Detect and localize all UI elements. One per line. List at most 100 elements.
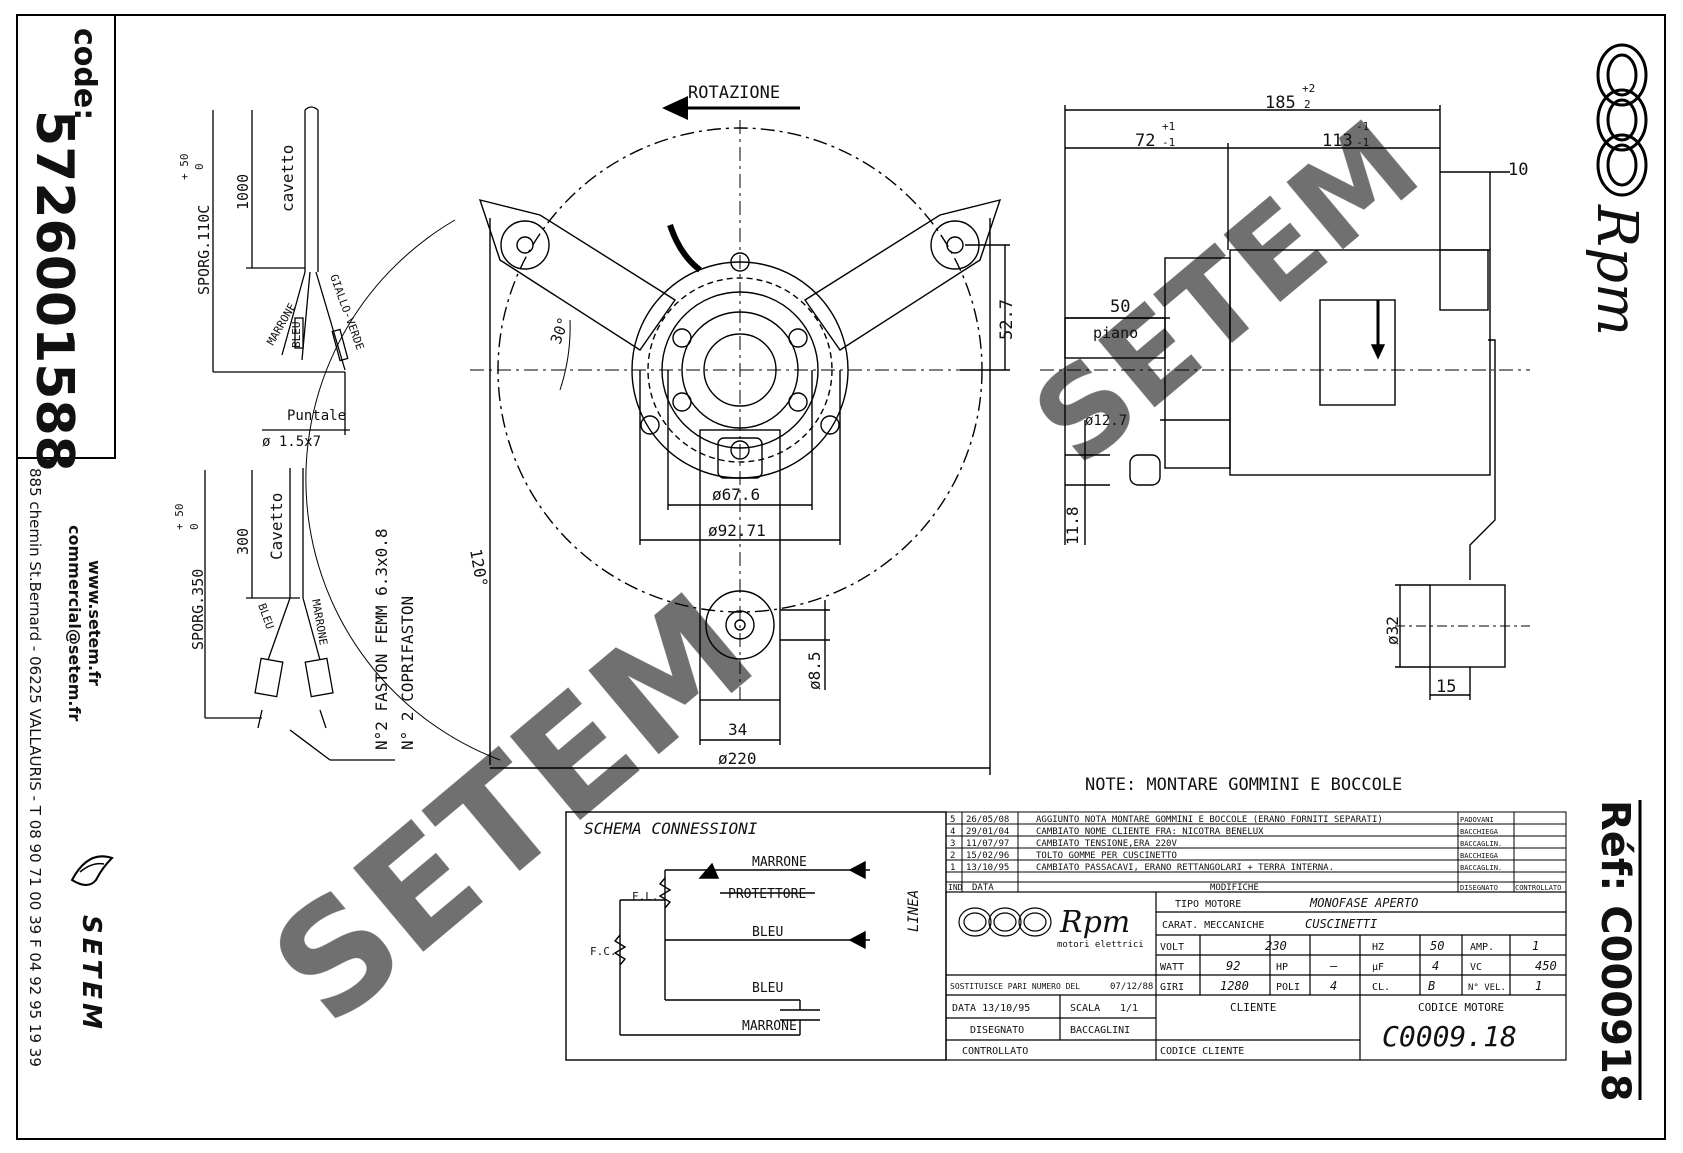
svg-text:DISEGNATO: DISEGNATO [1460,884,1498,892]
faston-label: N°2 FASTON FEMM 6.3x0.8 [372,528,391,750]
drawing-frame [16,14,1666,1140]
dim-d8-5: ø8.5 [805,651,824,690]
svg-text:50: 50 [1430,939,1444,953]
cable-1-detail [212,106,350,435]
dim-185-tol-plus: +2 [1302,82,1315,95]
dim-50: 50 [1110,297,1130,317]
svg-text:VC: VC [1470,962,1482,973]
svg-text:29/01/04: 29/01/04 [966,827,1009,837]
svg-text:1: 1 [1532,939,1539,953]
carat-label: CARAT. MECCANICHE [1162,920,1264,931]
cable2-wire-marrone: MARRONE [309,598,330,646]
dim-185: 185 [1265,93,1296,113]
svg-text:MODIFICHE: MODIFICHE [1210,883,1259,893]
dim-d12-7: ø12.7 [1085,413,1127,429]
schema-marrone-bottom: MARRONE [742,1019,797,1034]
svg-text:1: 1 [950,863,955,873]
svg-text:3: 3 [950,839,955,849]
dim-72-tol-minus: -1 [1162,136,1175,149]
svg-text:AMP.: AMP. [1470,942,1494,953]
svg-text:5: 5 [950,815,955,825]
assembly-note: NOTE: MONTARE GOMMINI E BOCCOLE [1085,775,1402,795]
codice-motore-value: C0009.18 [1382,1020,1517,1053]
svg-text:230: 230 [1265,939,1287,953]
carat-value: CUSCINETTI [1305,917,1377,931]
svg-text:4: 4 [950,827,955,837]
cable2-tol-plus: + 50 [173,504,186,531]
cable1-tol-plus: + 50 [178,154,191,181]
svg-text:CONTROLLATO: CONTROLLATO [1515,884,1561,892]
angle-120: 120° [466,547,491,588]
dim-d67: ø67.6 [712,485,760,504]
disegnato-label: DISEGNATO [970,1025,1024,1036]
svg-text:CAMBIATO PASSACAVI, ERANO RETT: CAMBIATO PASSACAVI, ERANO RETTANGOLARI +… [1036,863,1334,873]
dim-113-tol-minus: -1 [1356,136,1369,149]
sostituisce-label: SOSTITUISCE PARI NUMERO DEL [950,982,1080,991]
dim-d220: ø220 [718,749,757,768]
cable1-sporg: SPORG.110C [195,205,213,295]
cable2-wire-bleu: BLEU [255,602,276,631]
svg-text:11/07/97: 11/07/97 [966,839,1009,849]
title-brand-sub: motori elettrici [1057,940,1144,950]
svg-text:92: 92 [1226,959,1240,973]
sostituisce-date: 07/12/88 [1110,982,1153,992]
watermark: SETEM SETEM [241,95,1444,1057]
svg-text:WATT: WATT [1160,962,1184,973]
svg-text:DATA: DATA [972,883,994,893]
title-brand: Rpm [1059,905,1130,940]
cable2-sporg: SPORG.350 [189,569,207,650]
cable2-length: 300 [234,528,252,555]
schema-title: SCHEMA CONNESSIONI [584,819,758,838]
svg-text:B: B [1428,979,1435,993]
svg-text:POLI: POLI [1276,982,1300,993]
data-label: DATA 13/10/95 [952,1003,1030,1014]
cable1-cavetto: cavetto [278,145,297,212]
rotation-label: ROTAZIONE [688,83,780,103]
svg-text:HP: HP [1276,962,1288,973]
cable2-tol-zero: 0 [188,523,201,530]
dim-72-tol-plus: +1 [1162,120,1175,133]
schema-marrone-top: MARRONE [752,855,807,870]
cable2-cavetto: Cavetto [267,493,286,560]
svg-text:450: 450 [1535,959,1557,973]
svg-text:VOLT: VOLT [1160,942,1184,953]
code-box [16,14,116,459]
cable-2-detail [204,468,395,761]
scala-value: 1/1 [1120,1003,1138,1014]
schema-fl: F.L. [632,890,659,903]
dim-52-7: 52.7 [997,299,1017,340]
svg-text:µF: µF [1372,962,1384,973]
setem-bird-logo [70,855,114,886]
svg-text:TOLTO GOMME PER CUSCINETTO: TOLTO GOMME PER CUSCINETTO [1036,851,1177,861]
front-view [305,96,1010,775]
dim-d32: ø32 [1383,616,1402,645]
svg-text:–: – [1330,959,1338,973]
schema-protettore: PROTETTORE [728,887,806,902]
schema-bleu-bottom: BLEU [752,981,783,996]
svg-text:PADOVANI: PADOVANI [1460,816,1494,824]
codice-motore-label: CODICE MOTORE [1418,1001,1504,1014]
piano-label: piano [1093,324,1138,342]
controllato-label: CONTROLLATO [962,1046,1028,1057]
svg-text:IND: IND [948,883,963,892]
codice-cliente-label: CODICE CLIENTE [1160,1046,1244,1057]
svg-text:4: 4 [1330,979,1337,993]
disegnato-value: BACCAGLINI [1070,1025,1130,1036]
dim-113-tol-plus: -1 [1356,120,1369,133]
reference-code: Réf: C000918 [1592,800,1638,1102]
svg-text:26/05/08: 26/05/08 [966,815,1009,825]
tipo-label: TIPO MOTORE [1175,899,1241,910]
cable1-wire-giallo: GIALLO-VERDE [327,273,366,352]
cable1-tol-zero: 0 [193,163,206,170]
puntale-size: ø 1.5x7 [262,434,321,450]
schema-fc: F.C. [590,945,617,958]
svg-text:15/02/96: 15/02/96 [966,851,1009,861]
svg-text:4: 4 [1432,959,1439,973]
schema-bleu-top: BLEU [752,925,783,940]
schema-linea: LINEA [906,890,922,932]
tipo-value: MONOFASE APERTO [1309,896,1418,910]
dim-72: 72 [1135,131,1155,151]
dim-185-tol-minus: 2 [1304,98,1311,111]
svg-text:1: 1 [1535,979,1542,993]
